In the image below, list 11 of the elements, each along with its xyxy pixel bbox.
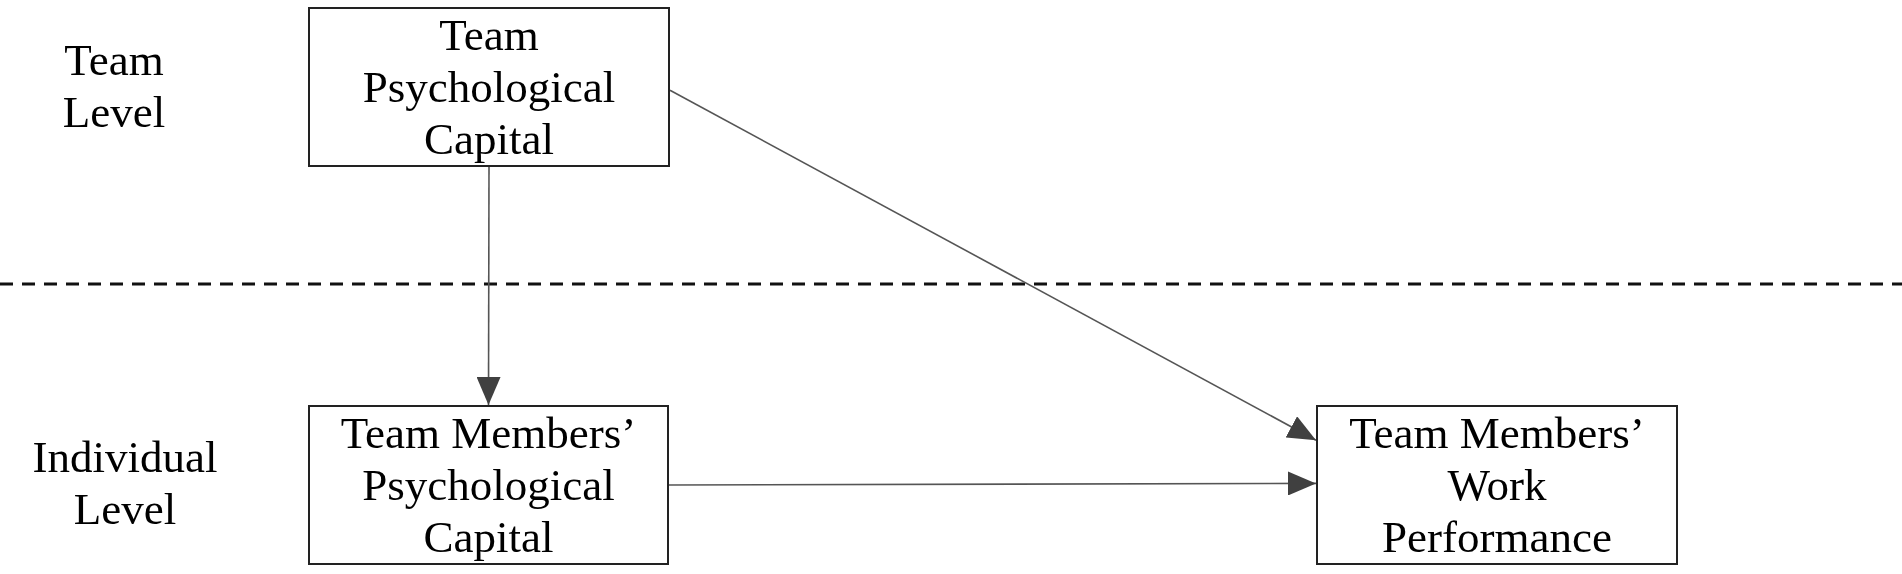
concept-label: Team Members’ Psychological Capital (339, 407, 638, 563)
arrow (669, 89, 1317, 441)
arrow (476, 166, 501, 406)
concept-label: Team Members’ Work Performance (1348, 407, 1646, 563)
concept-box (308, 7, 670, 167)
level-label: Team Level (61, 34, 167, 138)
arrow (668, 471, 1317, 496)
level-label: Individual Level (31, 431, 219, 535)
concept-label: Team Psychological Capital (361, 9, 617, 165)
concept-box (308, 405, 669, 565)
concept-box (1316, 405, 1678, 565)
